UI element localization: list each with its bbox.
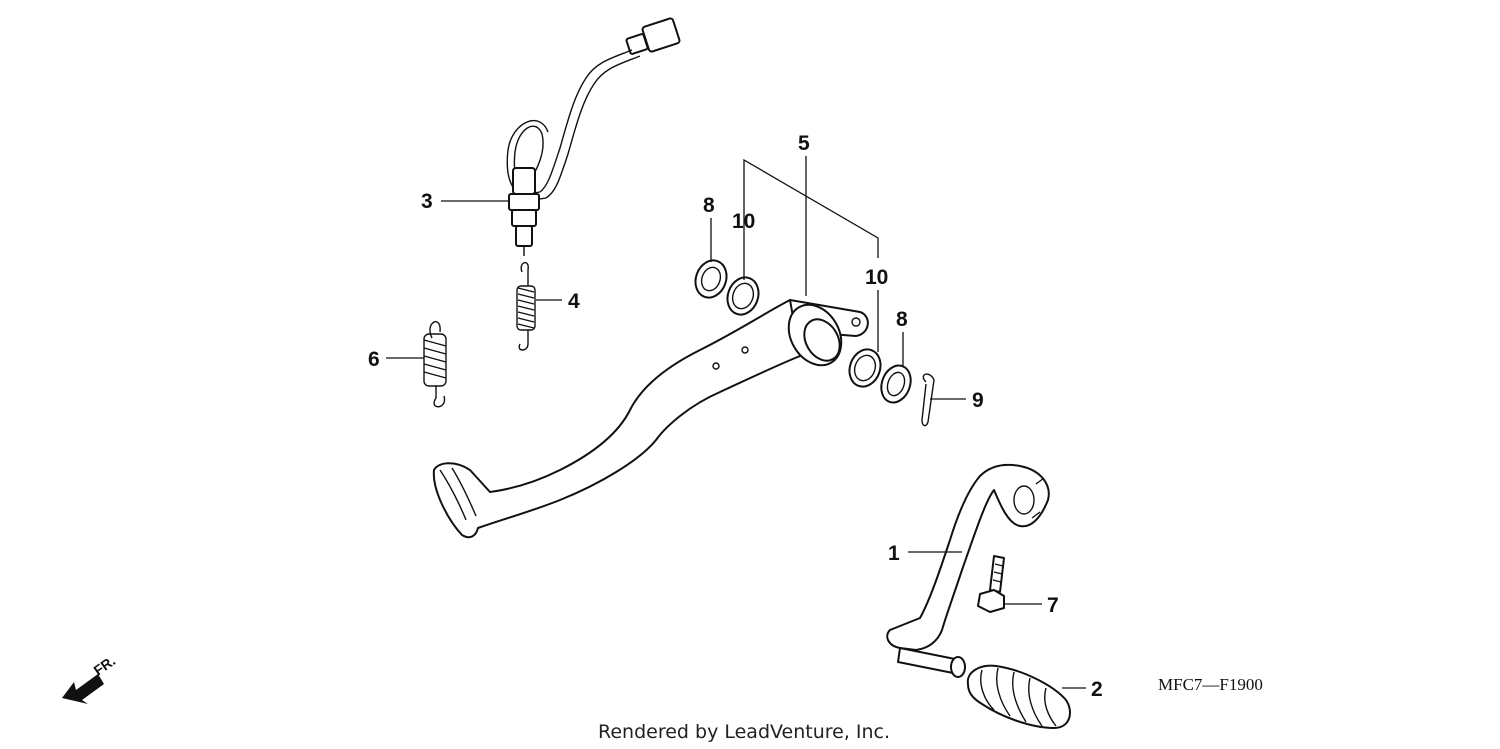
diagram-code: MFC7—F1900 [1158, 675, 1263, 694]
callouts: 3 4 6 5 8 10 10 8 9 1 7 2 [368, 132, 1103, 701]
callout-9: 9 [972, 389, 984, 412]
callout-8-left: 8 [703, 194, 715, 217]
seal-left [726, 276, 760, 316]
switch-spring [516, 262, 536, 351]
stop-switch [506, 17, 681, 256]
gearshift-pedal [886, 463, 1050, 678]
arrow-down-left-icon [62, 674, 104, 704]
seal-right [848, 348, 882, 388]
front-direction-indicator: FR. [62, 652, 118, 704]
cotter-pin [921, 373, 935, 427]
credit-text: Rendered by LeadVenture, Inc. [598, 721, 890, 743]
direction-label: FR. [91, 652, 119, 678]
washer-left [694, 259, 728, 299]
callout-7: 7 [1047, 594, 1059, 617]
callout-10-left: 10 [732, 210, 755, 233]
brake-pedal [432, 299, 869, 539]
washer-right [880, 364, 912, 404]
callout-3: 3 [421, 190, 433, 213]
return-spring [423, 321, 447, 408]
callout-4: 4 [568, 290, 580, 313]
pinch-bolt [977, 555, 1005, 613]
pedal-rubber [966, 664, 1071, 729]
callout-6: 6 [368, 348, 380, 371]
callout-10-right: 10 [865, 266, 888, 289]
callout-8-right: 8 [896, 308, 908, 331]
leader-lines [386, 156, 1086, 689]
callout-1: 1 [888, 542, 900, 565]
callout-2: 2 [1091, 678, 1103, 701]
callout-5: 5 [798, 132, 810, 155]
